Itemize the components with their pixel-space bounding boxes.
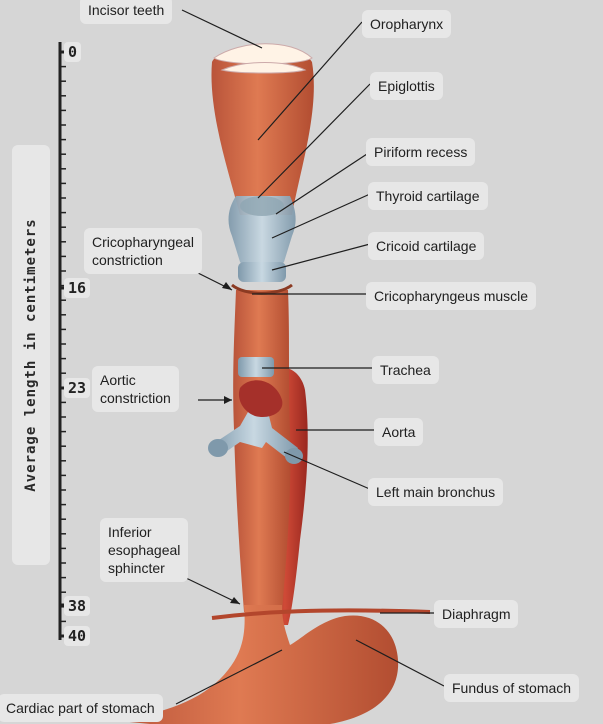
label-cricopharyngeus-muscle: Cricopharyngeus muscle	[366, 282, 537, 310]
label-fundus-of-stomach: Fundus of stomach	[444, 674, 580, 702]
label-aortic-constriction: Aortic constriction	[92, 366, 179, 412]
ruler-mark-23: 23	[64, 378, 91, 398]
ruler-mark-16: 16	[64, 278, 91, 298]
larynx-cartilage-illustration	[228, 196, 296, 295]
label-cardiac-part-of-stomach: Cardiac part of stomach	[0, 694, 163, 722]
label-incisor-teeth: Incisor teeth	[80, 0, 173, 24]
label-diaphragm: Diaphragm	[434, 600, 519, 628]
length-ruler	[58, 42, 72, 640]
label-oropharynx: Oropharynx	[362, 10, 452, 38]
label-trachea: Trachea	[372, 356, 439, 384]
label-inferior-esophageal-sphincter: Inferior esophageal sphincter	[100, 518, 189, 582]
incisor-teeth-illustration	[213, 43, 313, 74]
label-left-main-bronchus: Left main bronchus	[368, 478, 504, 506]
ruler-axis-title: Average length in centimeters	[12, 145, 50, 565]
leader-lines	[175, 9, 445, 705]
aorta-illustration	[262, 367, 308, 625]
diaphragm-illustration	[211, 608, 431, 620]
label-cricopharyngeal-constriction: Cricopharyngeal constriction	[84, 228, 202, 274]
ruler-mark-38: 38	[64, 596, 91, 616]
label-thyroid-cartilage: Thyroid cartilage	[368, 182, 488, 210]
label-piriform-recess: Piriform recess	[366, 138, 476, 166]
ruler-mark-0: 0	[64, 42, 82, 62]
label-cricoid-cartilage: Cricoid cartilage	[368, 232, 485, 260]
trachea-illustration	[208, 357, 303, 464]
label-aorta: Aorta	[374, 418, 424, 446]
leader-arrowheads	[222, 282, 240, 604]
ruler-mark-40: 40	[64, 626, 91, 646]
label-epiglottis: Epiglottis	[370, 72, 443, 100]
